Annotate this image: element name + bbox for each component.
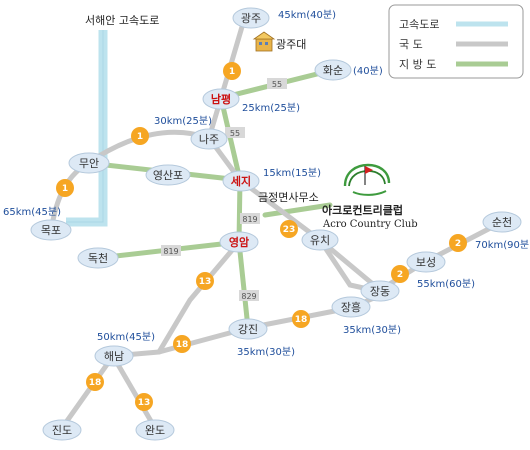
svg-text:남평: 남평 [211,92,231,106]
svg-text:순천: 순천 [492,215,512,229]
svg-text:무안: 무안 [79,157,99,170]
route-badge-2a: 2 [449,234,467,252]
node-haenam: 해남 [94,345,134,367]
node-seji: 세지 [222,170,260,192]
node-mokpo: 목포 [30,219,72,241]
node-gangjin: 강진 [228,318,268,340]
route-tag-819b: 819 [161,245,181,256]
club-name: 아크로컨트리클럽 [322,203,403,217]
node-boseong: 보성 [406,251,446,273]
svg-text:영산포: 영산포 [153,169,183,182]
svg-text:1: 1 [137,132,143,142]
route-tags: 55 55 819 819 829 [161,78,287,301]
svg-text:광주: 광주 [241,12,261,25]
node-nampyeong: 남평 [202,88,240,110]
city-nodes: 광주 화순 남평 나주 무안 영산포 세지 목포 독천 영암 유치 장동 보성 … [30,7,522,441]
node-dokcheon: 독천 [77,247,119,269]
node-gwangju: 광주 [232,7,270,29]
dist-jangheung: 35km(30분) [343,324,401,336]
svg-text:목포: 목포 [41,224,61,237]
legend-national-label: 국 도 [399,38,423,51]
route-badge-1a: 1 [223,62,241,80]
node-jindo: 진도 [42,419,82,441]
svg-text:강진: 강진 [238,323,258,336]
dist-gwangju: 45km(40분) [278,9,336,21]
dist-gangjin: 35km(30분) [237,346,295,358]
dist-mokpo: 65km(45분) [3,206,61,218]
svg-text:화순: 화순 [323,64,343,77]
svg-text:55: 55 [272,80,282,89]
route-tag-55b: 55 [225,127,245,138]
route-tag-55a: 55 [267,78,287,89]
svg-text:1: 1 [62,184,68,194]
university-icon [252,31,276,52]
route-badge-23: 23 [280,220,298,238]
gwangju-univ-label: 광주대 [276,38,306,51]
dist-haenam: 50km(45분) [97,331,155,343]
highway-label: 서해안 고속도로 [85,13,159,27]
svg-text:세지: 세지 [231,174,251,188]
node-wando: 완도 [135,419,175,441]
legend: 고속도로 국 도 지 방 도 [388,4,524,79]
dist-hwasun: (40분) [353,65,383,77]
route-badge-2b: 2 [391,265,409,283]
svg-text:2: 2 [455,239,461,249]
dist-suncheon: 70km(90분) [475,239,530,251]
svg-text:독천: 독천 [88,251,108,265]
legend-expressway-label: 고속도로 [399,18,439,31]
route-badge-1b: 1 [131,127,149,145]
node-jangheung: 장흥 [331,296,371,318]
svg-text:장동: 장동 [370,285,390,298]
svg-text:13: 13 [138,398,151,408]
route-badge-1c: 1 [56,179,74,197]
svg-text:진도: 진도 [52,424,72,437]
dist-boseong: 55km(60분) [417,278,475,290]
node-muan: 무안 [68,152,110,174]
svg-text:18: 18 [295,315,308,325]
legend-local-label: 지 방 도 [399,58,436,71]
svg-text:2: 2 [397,270,403,280]
node-yuchi: 유치 [301,229,339,251]
svg-text:해남: 해남 [104,349,124,363]
distance-labels: 45km(40분) (40분) 25km(25분) 30km(25분) 15km… [3,9,530,358]
dist-seji: 15km(15분) [263,167,321,179]
route-badge-18a: 18 [292,310,310,328]
svg-text:18: 18 [176,340,189,350]
svg-text:829: 829 [241,292,256,301]
dist-nampyeong: 25km(25분) [242,102,300,114]
route-badge-13b: 13 [135,393,153,411]
club-name-en: Acro Country Club [322,219,418,230]
golf-club-logo-icon [343,163,391,196]
svg-text:819: 819 [163,247,178,256]
node-yeongsanpo: 영산포 [145,164,191,186]
svg-text:13: 13 [199,277,212,287]
node-hwasun: 화순 [314,59,352,81]
svg-text:영암: 영암 [229,236,249,249]
geumjeong-office-label: 금정면사무소 [258,191,319,204]
node-jangdong: 장동 [360,280,400,302]
route-badge-18b: 18 [173,335,191,353]
node-naju: 나주 [190,128,228,150]
svg-text:18: 18 [89,378,102,388]
svg-text:나주: 나주 [199,133,219,146]
node-suncheon: 순천 [482,211,522,233]
svg-text:보성: 보성 [416,256,436,269]
svg-text:819: 819 [242,215,257,224]
svg-text:23: 23 [283,225,296,235]
route-badge-13a: 13 [196,272,214,290]
dist-naju: 30km(25분) [154,115,212,127]
svg-text:55: 55 [230,129,240,138]
route-tag-819a: 819 [240,213,260,224]
route-badges: 1 1 1 23 2 2 13 18 18 18 13 [56,62,467,411]
svg-text:1: 1 [229,67,235,77]
node-yeongam: 영암 [219,231,259,253]
expressway-edge [66,30,104,223]
route-badge-18c: 18 [86,373,104,391]
svg-text:완도: 완도 [145,424,165,437]
svg-text:유치: 유치 [310,234,330,247]
route-tag-829: 829 [239,290,259,301]
svg-text:장흥: 장흥 [341,300,361,314]
